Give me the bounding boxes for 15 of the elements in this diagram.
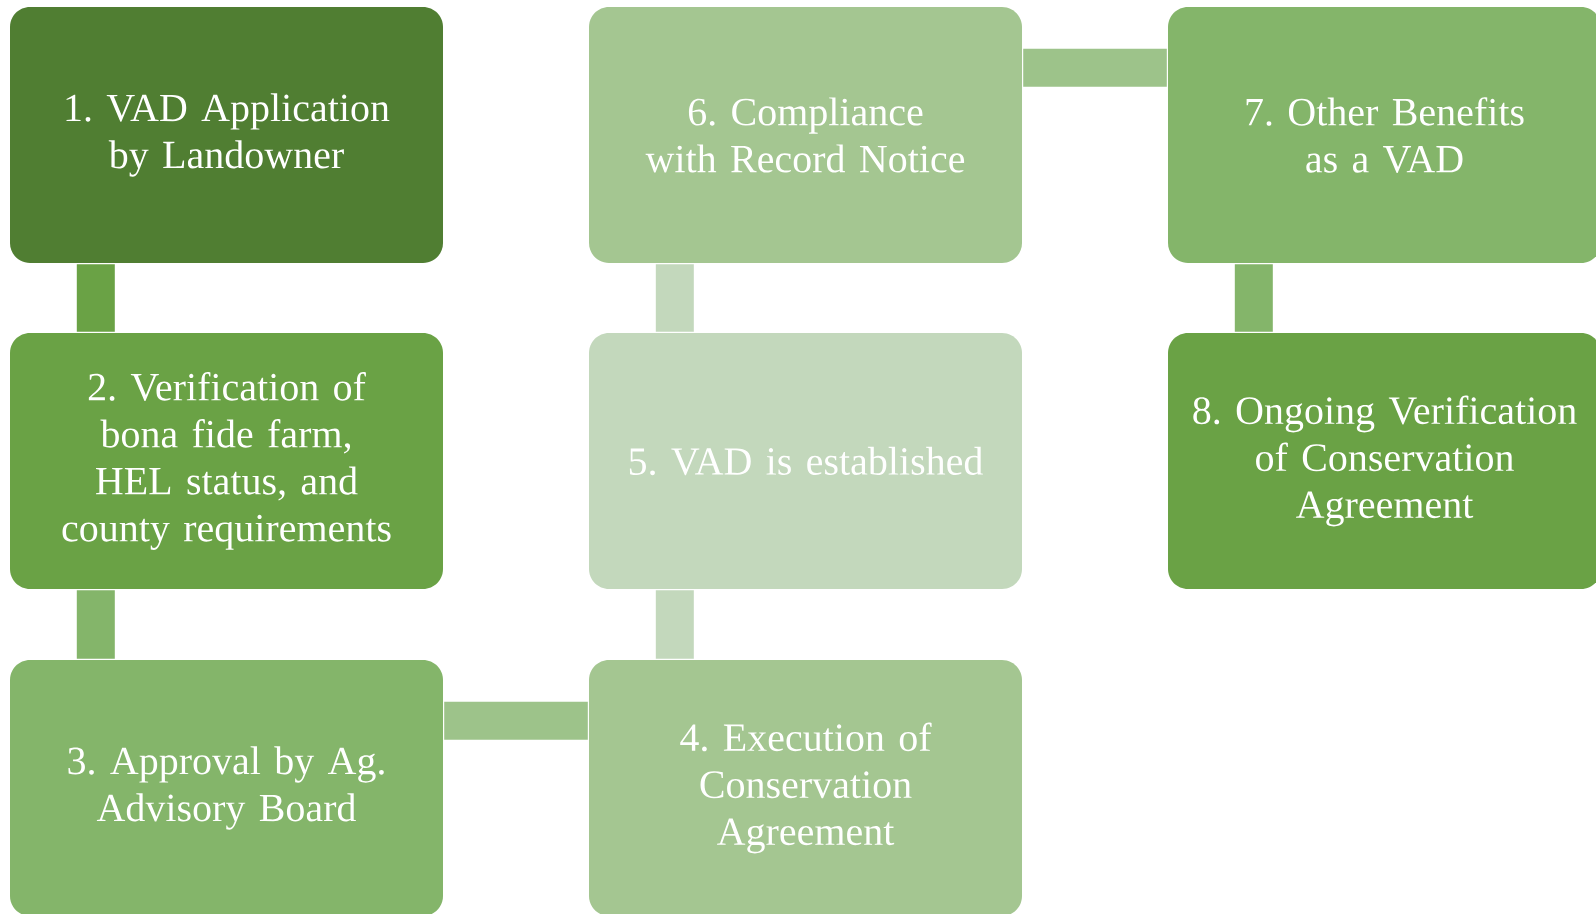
connector-bar xyxy=(1023,48,1167,87)
connector-bar xyxy=(655,264,694,332)
connector-bar xyxy=(444,701,588,740)
process-box: 3. Approval by Ag. Advisory Board xyxy=(10,660,443,914)
process-box: 5. VAD is established xyxy=(589,333,1022,589)
connector-bar xyxy=(76,264,115,332)
process-box: 1. VAD Application by Landowner xyxy=(10,7,443,263)
connector-bar xyxy=(1234,264,1273,332)
process-box: 6. Compliance with Record Notice xyxy=(589,7,1022,263)
process-box: 8. Ongoing Verification of Conservation Agreement xyxy=(1168,333,1596,589)
process-box: 4. Execution of Conservation Agreement xyxy=(589,660,1022,914)
process-box: 7. Other Benefits as a VAD xyxy=(1168,7,1596,263)
connector-bar xyxy=(655,590,694,659)
process-box: 2. Verification of bona fide farm, HEL status, and county requirements xyxy=(10,333,443,589)
connector-bar xyxy=(76,590,115,659)
